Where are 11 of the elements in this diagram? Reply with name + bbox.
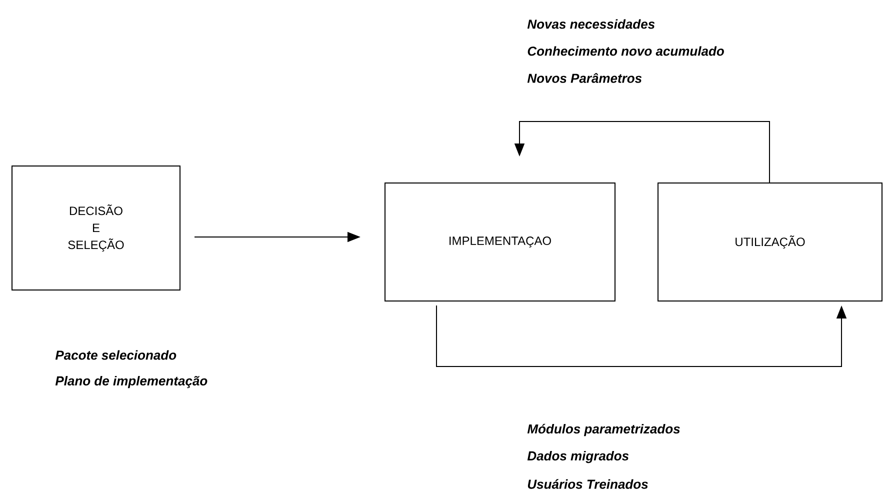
note-text: Conhecimento novo acumulado: [528, 46, 724, 56]
note-text: Pacote selecionado: [55, 350, 176, 360]
note-text: Plano de implementação: [55, 376, 208, 388]
note-text: Módulos parametrizados: [527, 424, 680, 436]
process-box: IMPLEMENTAÇAO: [384, 182, 616, 302]
note-text: Novos Parâmetros: [527, 73, 642, 83]
note-text: Novas necessidades: [527, 19, 655, 29]
note-text: Dados migrados: [527, 450, 629, 464]
note-text: Usuários Treinados: [528, 479, 648, 489]
process-box: DECISÃO E SELEÇÃO: [12, 166, 180, 290]
process-box: UTILIZAÇÃO: [658, 182, 882, 302]
